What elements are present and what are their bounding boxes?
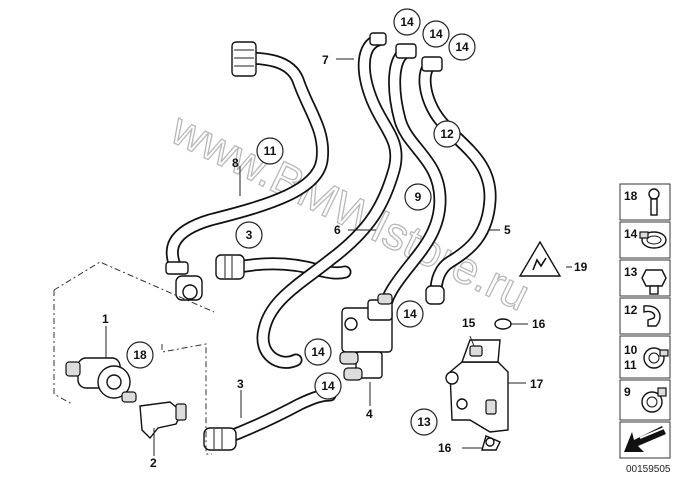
bolt-icon (648, 188, 660, 216)
circled-18: 18 (133, 348, 147, 362)
legend-14: 14 (624, 227, 638, 241)
circled-14-b: 14 (429, 27, 443, 41)
legend-11: 11 (624, 358, 637, 372)
pump-1 (65, 357, 137, 403)
hose-3-lower (203, 388, 337, 451)
hose-8 (165, 41, 330, 275)
callout-6: 6 (334, 223, 341, 237)
nut-icon (641, 269, 667, 295)
legend-18: 18 (624, 189, 638, 203)
diagram-code: 00159505 (626, 464, 671, 475)
leader-lines (105, 58, 572, 456)
clip-icon (643, 305, 661, 327)
legend-12: 12 (624, 303, 638, 317)
hose-7 (256, 32, 403, 369)
pipe-clamp-icon (641, 387, 667, 413)
circled-callouts: 14 14 14 11 12 9 3 14 14 14 18 13 (126, 8, 476, 436)
grommet-16-lower (481, 435, 501, 451)
pump-group-outline (53, 261, 215, 455)
circled-9: 9 (415, 190, 422, 204)
warning-label-19 (518, 240, 562, 277)
legend-panel: 18 14 13 12 10 11 9 (619, 183, 671, 459)
circled-14-e: 14 (311, 345, 325, 359)
legend-13: 13 (624, 265, 638, 279)
callout-15: 15 (462, 316, 476, 330)
callout-numbers: 7 8 6 5 19 1 2 3 4 15 16 17 16 (102, 53, 588, 470)
callout-3: 3 (237, 377, 244, 391)
hose-clamp-icon (639, 231, 667, 249)
circled-14-c: 14 (455, 40, 469, 54)
circled-3: 3 (246, 228, 253, 242)
callout-8: 8 (232, 156, 239, 170)
circled-11: 11 (264, 144, 277, 158)
circled-13: 13 (417, 415, 431, 429)
grommet-16-upper (494, 318, 512, 330)
callout-4: 4 (366, 407, 373, 421)
callout-16-upper: 16 (532, 317, 546, 331)
callout-7: 7 (322, 53, 329, 67)
hose-8-connector (175, 275, 203, 301)
callout-2: 2 (150, 456, 157, 470)
valve-block-4 (339, 293, 393, 381)
bracket-2 (139, 401, 187, 440)
callout-17: 17 (530, 377, 544, 391)
legend-9: 9 (624, 385, 631, 399)
circled-14-a: 14 (400, 15, 414, 29)
callout-19: 19 (574, 260, 588, 274)
circled-14-d: 14 (403, 307, 417, 321)
arrow-icon (624, 426, 666, 452)
legend-10: 10 (624, 343, 638, 357)
circled-14-f: 14 (321, 379, 335, 393)
bracket-17 (445, 339, 509, 433)
callout-5: 5 (504, 223, 511, 237)
circled-12: 12 (440, 127, 454, 141)
callout-16-lower: 16 (438, 441, 452, 455)
hose-5 (418, 56, 497, 305)
spring-clamp-icon (643, 347, 669, 369)
callout-1: 1 (102, 312, 109, 326)
